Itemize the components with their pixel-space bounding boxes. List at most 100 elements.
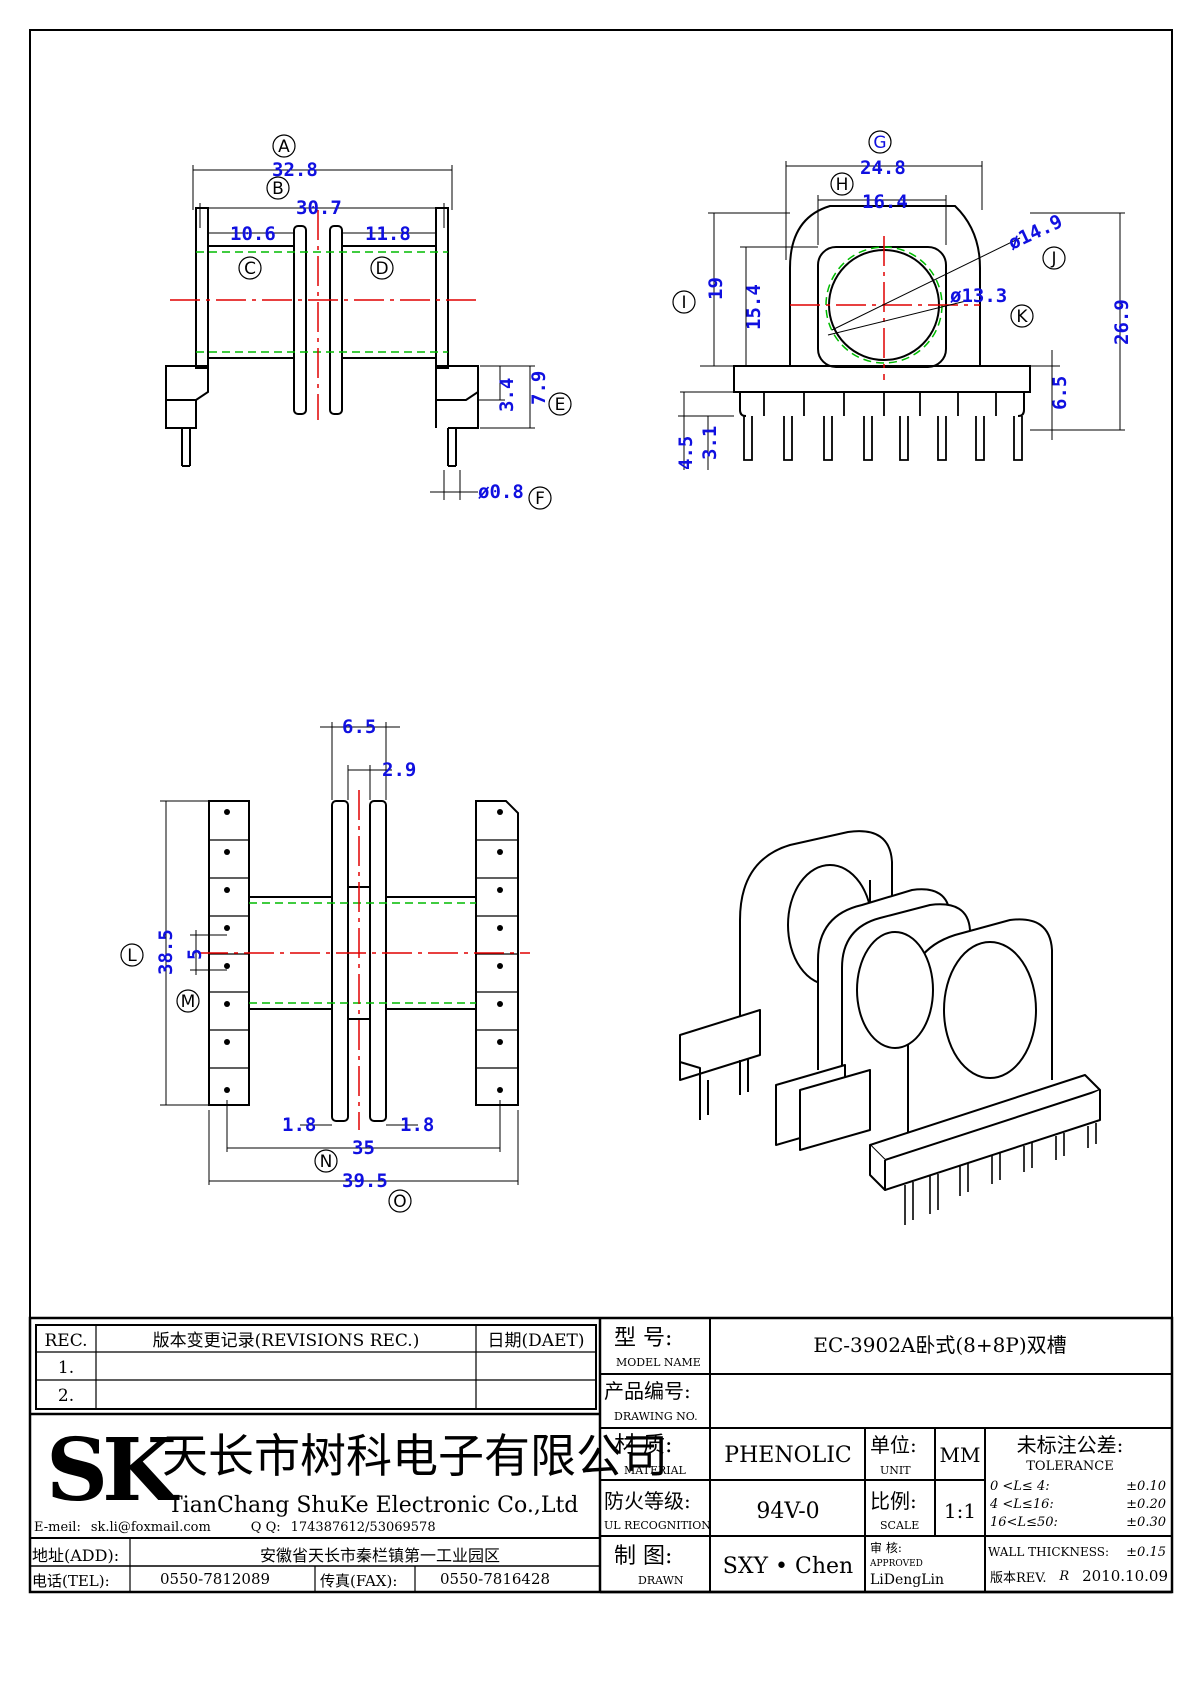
svg-text:0 <L≤ 4:: 0 <L≤ 4: (990, 1479, 1050, 1494)
company-block: SK 天长市树科电子有限公司 TianChang ShuKe Electroni… (46, 1420, 668, 1521)
svg-text:材 质:: 材 质: (614, 1433, 672, 1458)
svg-text:MODEL NAME: MODEL NAME (616, 1356, 701, 1369)
side-view-dimension-lines (678, 161, 1125, 470)
svg-text:制 图:: 制 图: (614, 1544, 672, 1569)
dim-w2: 2.9 (382, 759, 416, 781)
svg-text:F: F (535, 489, 545, 509)
svg-text:A: A (278, 137, 290, 157)
dim-i2: 15.4 (743, 284, 765, 330)
side-view-labels (672, 130, 1066, 328)
svg-text:4 <L≤16:: 4 <L≤16: (989, 1497, 1054, 1512)
dim-e1: 7.9 (528, 371, 550, 405)
unit-value: MM (940, 1443, 981, 1467)
dim-n: 35 (352, 1137, 375, 1159)
front-view (165, 207, 479, 467)
isometric-bobbin-view (679, 830, 1101, 1225)
company-name-cn: 天长市树科电子有限公司 (162, 1429, 668, 1483)
email-value: sk.li@foxmail.com (90, 1520, 211, 1535)
svg-text:H: H (836, 175, 849, 195)
tel-value: 0550-7812089 (160, 1570, 271, 1588)
rev-label: 版本REV. (990, 1570, 1047, 1586)
drawn-value: SXY • Chen (723, 1554, 853, 1579)
ul-value: 94V-0 (756, 1499, 819, 1524)
dim-s1: 1.8 (282, 1114, 316, 1136)
dim-i: 19 (705, 277, 727, 300)
dim-f: ø0.8 (478, 481, 524, 503)
fax-label: 传真(FAX): (320, 1572, 398, 1590)
material-value: PHENOLIC (724, 1443, 851, 1468)
fax-value: 0550-7816428 (440, 1570, 551, 1588)
dim-p3: 3.1 (699, 426, 721, 460)
front-view-dimensions: 32.8 30.7 10.6 11.8 7.9 3.4 ø0.8 (230, 159, 550, 503)
address-label: 地址(ADD): (32, 1546, 120, 1565)
svg-text:K: K (1016, 307, 1028, 327)
svg-text:I: I (681, 293, 686, 313)
company-logo: SK (46, 1420, 180, 1521)
svg-text:防火等级:: 防火等级: (604, 1489, 691, 1513)
rev-value: R (1059, 1568, 1070, 1584)
svg-text:±0.10: ±0.10 (1126, 1479, 1166, 1494)
svg-text:G: G (873, 133, 886, 153)
dim-h: 16.4 (862, 191, 908, 213)
front-view-guides (170, 210, 478, 420)
svg-text:版本变更记录(REVISIONS REC.): 版本变更记录(REVISIONS REC.) (153, 1331, 420, 1351)
rev-date-cell: 版本REV. R 2010.10.09 (990, 1562, 1168, 1590)
svg-text:单位:: 单位: (870, 1433, 917, 1457)
dim-s2: 1.8 (400, 1114, 434, 1136)
svg-text:DRAWING NO.: DRAWING NO. (614, 1410, 698, 1423)
dim-k: ø13.3 (950, 285, 1007, 307)
dim-b: 30.7 (296, 197, 342, 219)
svg-text:±0.20: ±0.20 (1126, 1497, 1166, 1512)
svg-text:MATERIAL: MATERIAL (624, 1464, 687, 1477)
svg-text:D: D (375, 259, 388, 279)
top-view-label-text: L M N O (127, 946, 406, 1212)
svg-text:WALL THICKNESS:: WALL THICKNESS: (988, 1545, 1109, 1559)
svg-text:产品编号:: 产品编号: (604, 1379, 691, 1403)
dim-c2: 11.8 (365, 223, 411, 245)
top-view-dimensions: 6.5 2.9 38.5 5 1.8 1.8 35 39.5 (155, 716, 434, 1192)
front-view-label-text: A B C D E F (244, 137, 565, 509)
tel-label: 电话(TEL): (32, 1572, 110, 1590)
top-view-labels (120, 943, 412, 1213)
address-value: 安徽省天长市秦栏镇第一工业园区 (260, 1546, 501, 1565)
dim-w1: 6.5 (342, 716, 376, 738)
svg-text:N: N (320, 1152, 333, 1172)
svg-text:C: C (244, 259, 256, 279)
svg-text:1.: 1. (58, 1358, 74, 1378)
dim-l: 38.5 (155, 929, 177, 975)
side-view-label-text: G H I J K (681, 133, 1056, 327)
front-view-dimension-lines (192, 165, 535, 500)
model-name-value: EC-3902A卧式(8+8P)双槽 (813, 1333, 1066, 1357)
approved-label: 审 核: (870, 1541, 902, 1555)
svg-text:J: J (1050, 249, 1056, 269)
right-title-text: 型 号: MODEL NAME EC-3902A卧式(8+8P)双槽 产品编号:… (604, 1326, 1166, 1587)
svg-text:日期(DAET): 日期(DAET) (488, 1331, 585, 1351)
svg-text:UL RECOGNITION: UL RECOGNITION (604, 1519, 711, 1532)
svg-text:±0.30: ±0.30 (1126, 1515, 1166, 1530)
side-view (733, 205, 1031, 461)
email-qq-inline: E-meil: sk.li@foxmail.com Q Q: 174387612… (34, 1520, 594, 1536)
svg-text:比例:: 比例: (870, 1489, 917, 1513)
svg-text:SCALE: SCALE (880, 1519, 919, 1532)
top-view-guides (198, 790, 530, 1130)
top-view-dimension-lines (160, 722, 519, 1185)
svg-text:O: O (393, 1192, 406, 1212)
svg-text:未标注公差:: 未标注公差: (1017, 1433, 1124, 1457)
svg-text:E: E (555, 395, 566, 415)
dim-o: 39.5 (342, 1170, 388, 1192)
dim-c1: 10.6 (230, 223, 276, 245)
scale-value: 1:1 (944, 1499, 976, 1523)
date-value: 2010.10.09 (1082, 1567, 1168, 1585)
company-name-en: TianChang ShuKe Electronic Co.,Ltd (168, 1493, 578, 1518)
svg-text:2.: 2. (58, 1386, 74, 1406)
email-label: E-meil: (34, 1520, 81, 1535)
dim-total-height: 26.9 (1111, 299, 1133, 345)
dim-e2: 3.4 (496, 378, 518, 412)
svg-text:TOLERANCE: TOLERANCE (1026, 1459, 1113, 1474)
svg-text:UNIT: UNIT (880, 1464, 911, 1477)
revisions-text: REC. 版本变更记录(REVISIONS REC.) 日期(DAET) 1. … (44, 1331, 584, 1406)
dim-g: 24.8 (860, 157, 906, 179)
svg-text:型 号:: 型 号: (614, 1326, 672, 1351)
address-row: 地址(ADD): 安徽省天长市秦栏镇第一工业园区 (30, 1538, 600, 1566)
